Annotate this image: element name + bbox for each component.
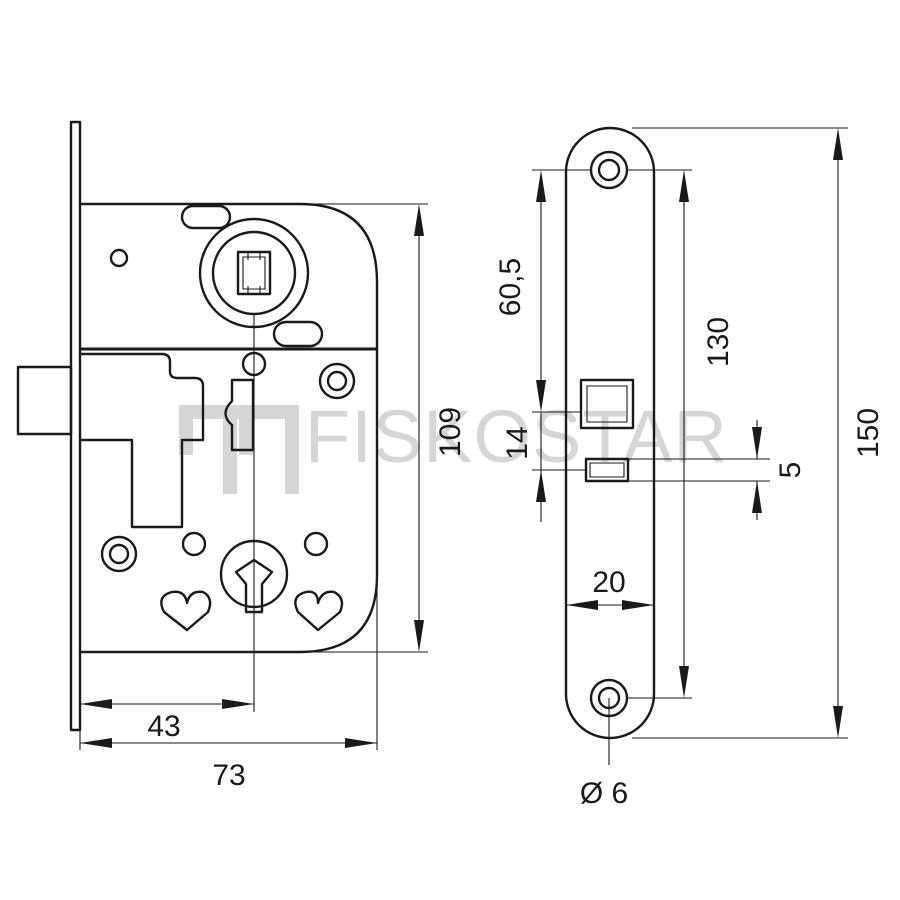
faceplate-width-label: 20 — [592, 566, 625, 599]
screw-hole-icon — [589, 150, 629, 190]
latch-bolt — [16, 365, 73, 436]
latch-opening — [579, 378, 635, 430]
watermark-brand: FISKOSTAR — [305, 395, 728, 478]
watermark-logo-icon — [179, 405, 299, 494]
screw-spacing-label: 130 — [702, 317, 735, 367]
latch-mechanism — [78, 352, 205, 529]
dimension-73: 73 — [79, 575, 378, 792]
dimension-5: 5 — [628, 420, 807, 520]
handle-follower — [198, 217, 310, 329]
faceplate-front-view: 150 130 60,5 14 — [494, 126, 885, 810]
faceplate-side — [69, 120, 82, 732]
dimension-109: 109 — [300, 203, 467, 653]
small-hole — [109, 248, 129, 268]
screw-hole-diameter-label: Ø 6 — [580, 777, 628, 810]
lock-depth-label: 73 — [212, 759, 245, 792]
bolt-height-label: 5 — [774, 462, 807, 479]
dimension-diameter-6: Ø 6 — [580, 698, 628, 810]
lock-case-outline — [78, 202, 379, 654]
top-slot — [180, 204, 232, 230]
dimension-60-5: 60,5 — [494, 169, 591, 413]
dimension-130: 130 — [627, 169, 735, 699]
heart-hole-right — [294, 590, 344, 632]
screw-icon — [100, 535, 138, 573]
keyhole-slot — [224, 378, 255, 452]
backset-label: 43 — [147, 710, 180, 743]
heart-hole-left — [160, 590, 212, 632]
latch-to-bolt-label: 14 — [501, 426, 534, 459]
small-hole — [303, 531, 329, 557]
faceplate-length-label: 150 — [852, 408, 885, 458]
side-slot — [272, 320, 324, 348]
watermark: FISKOSTAR — [179, 395, 728, 494]
screw-icon — [318, 362, 356, 400]
small-hole — [181, 531, 207, 557]
top-to-latch-label: 60,5 — [494, 258, 527, 316]
faceplate-outline — [564, 126, 656, 740]
dimension-20: 20 — [566, 566, 654, 610]
lock-side-view: 109 43 73 — [16, 120, 467, 792]
case-height-label: 109 — [434, 407, 467, 457]
dimension-43: 43 — [80, 315, 255, 743]
dimension-14: 14 — [501, 412, 586, 522]
dimension-150: 150 — [632, 127, 885, 739]
